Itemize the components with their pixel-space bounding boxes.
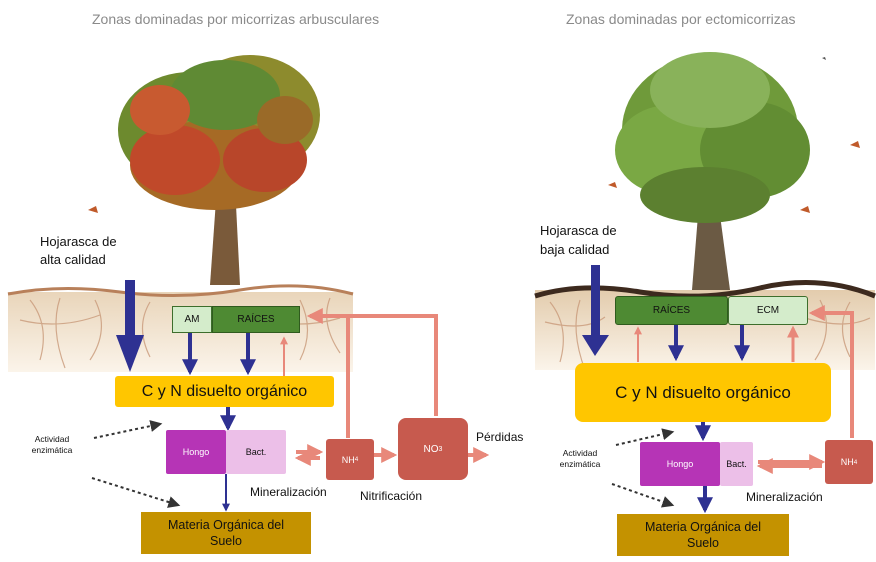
- right-ecm-box: ECM: [728, 296, 808, 325]
- left-som-line1: Materia Orgánica del: [167, 518, 285, 532]
- left-litter-line2: alta calidad: [40, 252, 106, 267]
- left-enzyme-label: Actividad enzimática: [20, 434, 84, 456]
- left-som-box: Materia Orgánica del Suelo: [141, 512, 311, 554]
- left-no3-to-roots-arrow: [306, 308, 438, 416]
- right-nh4-to-ecm-arrow: [808, 305, 854, 438]
- left-enzyme-dom-arrow: [93, 420, 163, 439]
- left-nitrification-label: Nitrificación: [360, 489, 423, 503]
- right-enzyme-line1: Actividad: [562, 448, 598, 458]
- right-enzyme-som-arrow: [611, 483, 675, 508]
- falling-leaf-icon: [800, 206, 810, 213]
- left-roots-box: RAÍCES: [212, 306, 300, 333]
- left-enzyme-som-arrow: [91, 477, 181, 508]
- right-litter-line2: baja calidad: [540, 242, 610, 257]
- right-nh4-subscript: 4: [853, 458, 858, 466]
- falling-leaf-icon: [850, 141, 860, 148]
- right-enzyme-line2: enzimática: [559, 459, 601, 469]
- left-bacteria-box: Bact.: [226, 430, 286, 474]
- left-losses-label: Pérdidas: [476, 430, 524, 444]
- left-enzyme-line2: enzimática: [31, 445, 73, 455]
- left-mineralization-label: Mineralización: [250, 485, 327, 499]
- left-no3-subscript: 3: [438, 445, 443, 453]
- right-som-line2: Suelo: [687, 536, 719, 550]
- right-som-line1: Materia Orgánica del: [644, 520, 762, 534]
- left-am-box: AM: [172, 306, 212, 333]
- right-tree: [615, 52, 810, 290]
- left-nh4-label: NH: [341, 454, 355, 465]
- left-panel-title: Zonas dominadas por micorrizas arbuscula…: [92, 11, 380, 27]
- left-som-line2: Suelo: [210, 534, 242, 548]
- right-panel-title: Zonas dominadas por ectomicorrizas: [566, 11, 796, 27]
- right-roots-box: RAÍCES: [615, 296, 728, 325]
- left-litter-arrow: [116, 280, 144, 372]
- right-dom-box: C y N disuelto orgánico: [575, 363, 831, 422]
- right-som-box: Materia Orgánica del Suelo: [617, 514, 789, 556]
- left-tree: [118, 55, 320, 285]
- right-mineralization-label: Mineralización: [746, 490, 823, 504]
- left-no3-label: NO: [423, 443, 439, 455]
- falling-leaf-icon: [822, 57, 826, 60]
- right-litter-arrow: [582, 265, 609, 356]
- right-enzyme-label: Actividad enzimática: [548, 448, 612, 470]
- falling-leaf-icon: [608, 182, 617, 188]
- right-bacteria-box: Bact.: [720, 442, 753, 486]
- left-nh4-subscript: 4: [354, 456, 359, 463]
- left-litter-line1: Hojarasca de: [40, 234, 117, 249]
- left-enzyme-line1: Actividad: [34, 434, 70, 444]
- left-fungi-box: Hongo: [166, 430, 226, 474]
- right-nh4-label: NH: [840, 457, 854, 467]
- left-litter-label: Hojarasca de alta calidad: [40, 233, 117, 269]
- right-litter-line1: Hojarasca de: [540, 223, 617, 238]
- left-dom-box: C y N disuelto orgánico: [115, 376, 334, 407]
- right-fungi-box: Hongo: [640, 442, 720, 486]
- right-litter-label: Hojarasca de baja calidad: [540, 221, 617, 259]
- falling-leaf-icon: [88, 206, 98, 213]
